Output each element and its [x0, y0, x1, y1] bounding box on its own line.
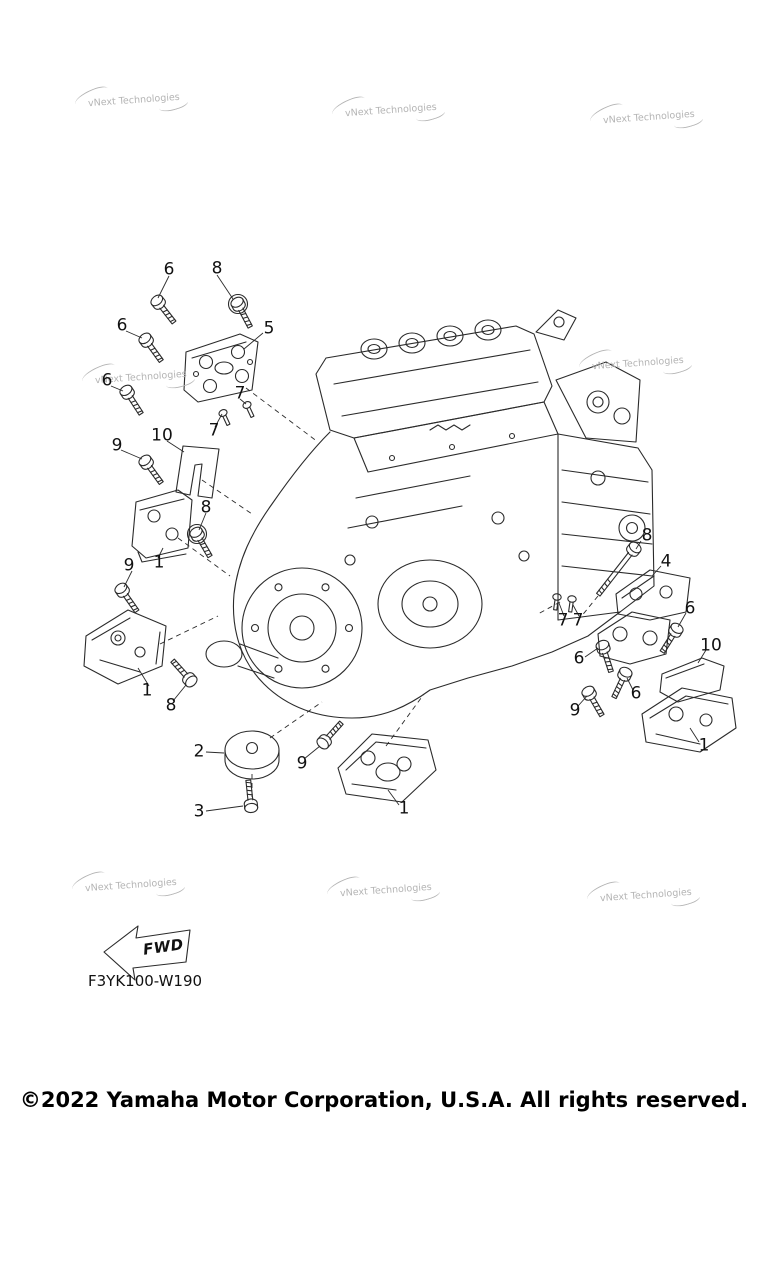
engine-mount-lower-left [83, 609, 167, 685]
damper-clip-left [175, 445, 220, 499]
copyright-text: ©2022 Yamaha Motor Corporation, U.S.A. A… [19, 1088, 749, 1112]
callout-number: 9 [569, 700, 581, 721]
callout-number: 1 [398, 798, 410, 819]
engine-mounts [83, 333, 737, 803]
callout-number: 3 [193, 801, 205, 822]
callout-number: 6 [573, 648, 585, 669]
callout-number: 6 [101, 370, 113, 391]
engine-body [205, 309, 655, 719]
callout-number: 7 [208, 420, 220, 441]
callout-number: 6 [684, 598, 696, 619]
callout-number: 9 [111, 435, 123, 456]
callout-number: 2 [193, 741, 205, 762]
flywheel-cover [241, 567, 363, 689]
exhaust-manifold [555, 361, 641, 443]
mount-bracket-upper-left [183, 333, 259, 403]
mount-bracket-right [615, 569, 691, 621]
callout-number: 10 [700, 635, 722, 656]
lifting-eye [535, 309, 577, 341]
callout-number: 7 [557, 610, 569, 631]
callout-number: 8 [211, 258, 223, 279]
callout-number: 6 [630, 683, 642, 704]
valve-cover [315, 325, 553, 439]
part-code: F3YK100-W190 [88, 972, 203, 990]
callout-number: 8 [165, 695, 177, 716]
callout-number: 10 [151, 425, 173, 446]
callout-number: 5 [263, 318, 275, 339]
callout-number: 1 [141, 680, 153, 701]
engine-mount-upper-left [131, 489, 193, 563]
callout-number: 8 [641, 525, 653, 546]
front-cover [377, 559, 483, 649]
starter-motor [205, 640, 279, 679]
callout-number: 7 [234, 383, 246, 404]
engine-mount-right [641, 687, 737, 753]
callout-number: 9 [123, 555, 135, 576]
ignition-coil-caps [360, 319, 502, 360]
callout-number: 9 [296, 753, 308, 774]
leader-lines [110, 274, 707, 812]
callout-number: 1 [698, 735, 710, 756]
callout-number: 8 [200, 497, 212, 518]
callout-number: 7 [572, 610, 584, 631]
mount-plate-right [597, 611, 671, 665]
damper-clip-right [659, 657, 725, 703]
rubber-damper [224, 730, 280, 780]
callout-number: 1 [153, 552, 165, 573]
crankcase-lower [232, 431, 621, 719]
callout-number: 6 [163, 259, 175, 280]
assembly-dashed-lines [159, 387, 599, 798]
callout-number: 4 [660, 551, 672, 572]
fwd-arrow-shape [103, 925, 191, 981]
engine-mount-bottom [337, 733, 437, 803]
cylinder-head [353, 401, 559, 473]
fastener-bolts [112, 292, 686, 814]
crankcase-right [557, 433, 655, 621]
callout-number: 6 [116, 315, 128, 336]
